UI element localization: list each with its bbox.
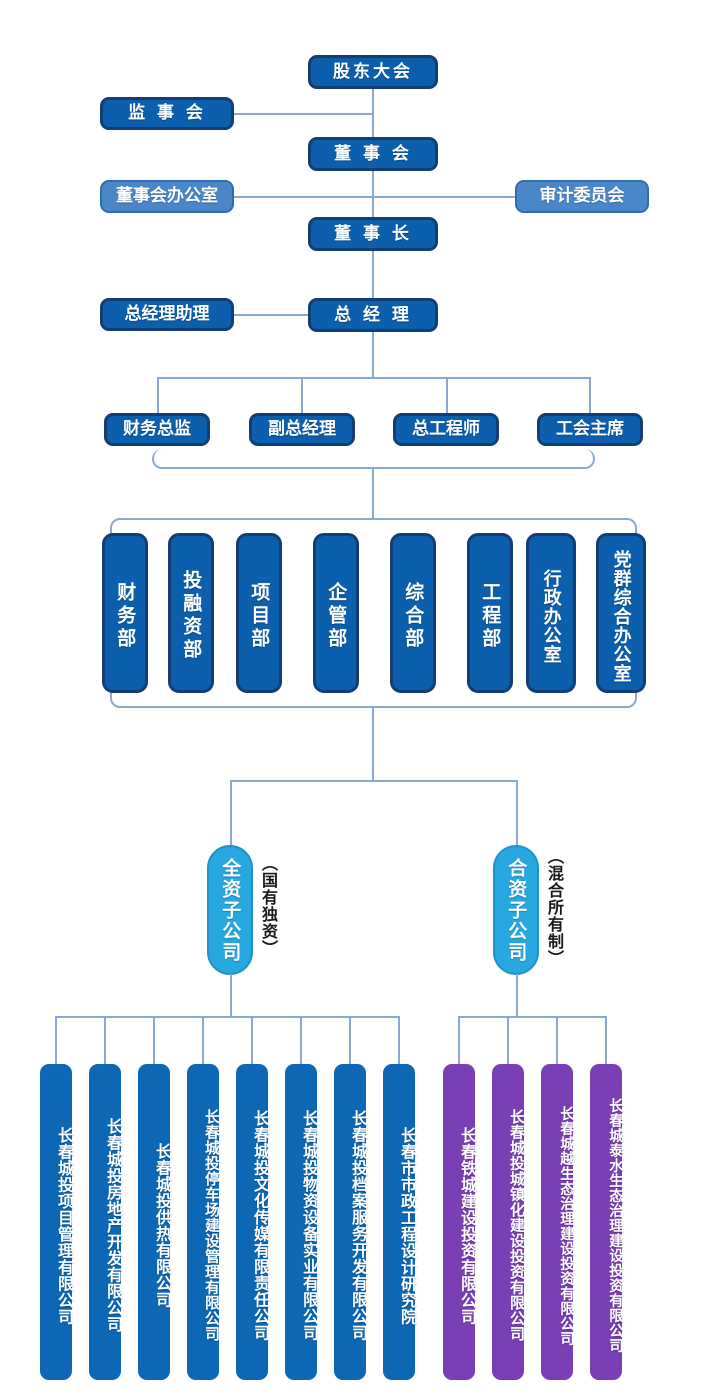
node-joint-venture-subsidiaries[interactable]: 合资子公司 [493,845,539,975]
node-subsidiary-joint_venture-3[interactable]: 长春城越生态治理建设投资有限公司 [541,1064,574,1380]
node-executive-3[interactable]: 总工程师 [393,413,499,446]
connector-supervisors-to-spine [232,113,374,115]
node-subsidiary-wholly_owned-3[interactable]: 长春城投供热有限公司 [138,1064,172,1380]
connector-gm-to-exec-bar [372,331,374,378]
connector-wholly_owned-drop-1 [55,1016,57,1065]
node-subsidiary-joint_venture-4[interactable]: 长春城泰水生态治理建设投资有限公司 [590,1064,623,1380]
connector-wholly_owned-drop-3 [153,1016,155,1065]
connector-exec-drop-4 [589,377,591,413]
node-board-of-supervisors[interactable]: 监 事 会 [100,97,234,130]
node-department-4[interactable]: 企管部 [313,533,359,693]
node-chairman[interactable]: 董 事 长 [308,217,438,251]
node-subsidiary-wholly_owned-5[interactable]: 长春城投文化传媒有限责任公司 [236,1064,270,1380]
connector-split-drop-right [516,780,518,852]
node-shareholders-meeting[interactable]: 股东大会 [308,55,438,89]
node-board-office[interactable]: 董事会办公室 [100,180,234,213]
node-executive-4[interactable]: 工会主席 [537,413,643,446]
connector-wholly_owned-drop-8 [398,1016,400,1065]
connector-gm-assistant-to-gm [232,314,374,316]
connector-wholly_owned-fan-bar [56,1016,399,1018]
annotation-joint-venture: （混合所有制） [545,848,564,967]
connector-wholly_owned-drop-2 [104,1016,106,1065]
connector-wholly_owned-drop-5 [251,1016,253,1065]
connector-spine-to-audit [372,196,517,198]
node-executive-1[interactable]: 财务总监 [104,413,210,446]
node-audit-committee[interactable]: 审计委员会 [515,180,649,213]
connector-exec-drop-2 [301,377,303,413]
node-department-2[interactable]: 投融资部 [168,533,214,693]
node-department-5[interactable]: 综合部 [390,533,436,693]
node-department-8[interactable]: 党群综合办公室 [596,533,646,693]
connector-wholly_owned-drop-4 [202,1016,204,1065]
connector-joint-venture-pill-drop [516,974,518,1016]
connector-chairman-to-gm [372,250,374,298]
connector-joint_venture-drop-1 [458,1016,460,1065]
connector-split-drop-left [230,780,232,852]
node-wholly-owned-subsidiaries[interactable]: 全资子公司 [207,845,253,975]
node-subsidiary-wholly_owned-4[interactable]: 长春城投停车场建设管理有限公司 [187,1064,221,1380]
node-subsidiary-wholly_owned-8[interactable]: 长春市市政工程设计研究院 [383,1064,417,1380]
node-executive-2[interactable]: 副总经理 [249,413,355,446]
node-subsidiary-wholly_owned-1[interactable]: 长春城投项目管理有限公司 [40,1064,74,1380]
connector-board-to-chairman [372,170,374,218]
connector-exec-distribution-bar [157,377,590,379]
connector-subsidiary-split-bar [230,780,518,782]
connector-wholly_owned-drop-7 [349,1016,351,1065]
connector-exec-drop-3 [446,377,448,413]
connector-joint_venture-drop-2 [507,1016,509,1065]
node-general-manager[interactable]: 总 经 理 [308,298,438,332]
node-subsidiary-wholly_owned-2[interactable]: 长春城投房地产开发有限公司 [89,1064,123,1380]
connector-board-office-to-spine [232,196,374,198]
connector-joint_venture-drop-3 [556,1016,558,1065]
node-department-6[interactable]: 工程部 [467,533,513,693]
annotation-wholly-owned: （国有独资） [259,855,278,957]
connector-wholly-owned-pill-drop [230,974,232,1016]
node-subsidiary-wholly_owned-7[interactable]: 长春城投档案服务开发有限公司 [334,1064,368,1380]
node-department-3[interactable]: 项目部 [236,533,282,693]
connector-departments-to-subsidiaries [372,707,374,781]
connector-exec-drop-1 [157,377,159,413]
connector-wholly_owned-drop-6 [300,1016,302,1065]
node-board-of-directors[interactable]: 董 事 会 [308,137,438,171]
node-department-7[interactable]: 行政办公室 [526,533,576,693]
connector-joint_venture-fan-bar [459,1016,606,1018]
node-department-1[interactable]: 财务部 [102,533,148,693]
executives-merge-bracket [152,449,595,469]
node-subsidiary-joint_venture-2[interactable]: 长春城投城镇化建设投资有限公司 [492,1064,526,1380]
connector-joint_venture-drop-4 [605,1016,607,1065]
node-subsidiary-wholly_owned-6[interactable]: 长春城投物资设备实业有限公司 [285,1064,319,1380]
connector-exec-to-departments [372,468,374,519]
node-subsidiary-joint_venture-1[interactable]: 长春铁城建设投资有限公司 [443,1064,477,1380]
node-gm-assistant[interactable]: 总经理助理 [100,298,234,331]
